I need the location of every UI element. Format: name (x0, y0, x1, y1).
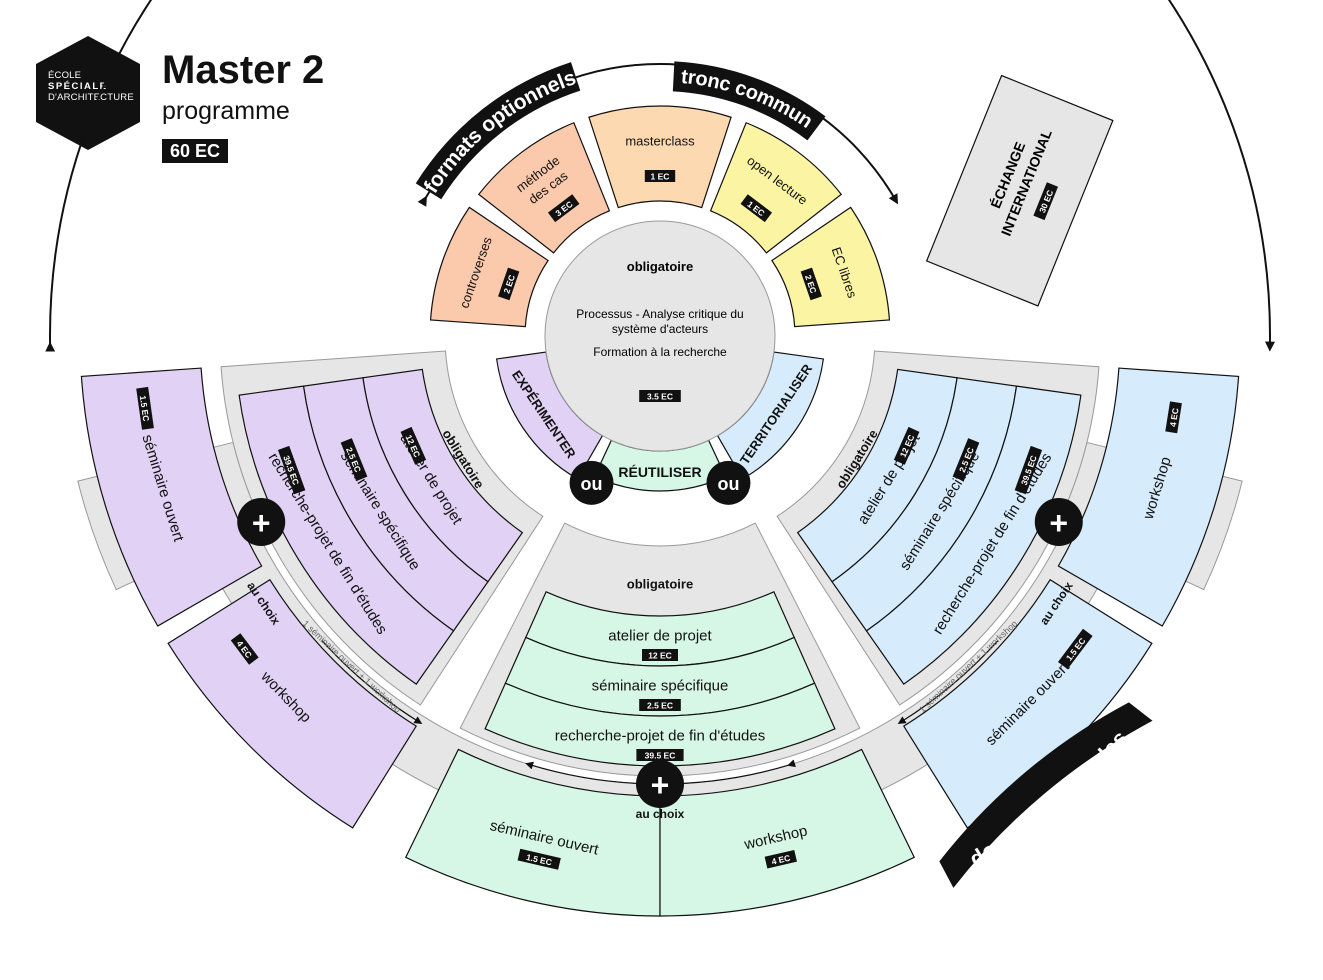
left-badge-2-bg (400, 426, 427, 465)
center-course-label-1: séminaire spécifique (592, 678, 729, 695)
or-circle-1 (706, 460, 751, 505)
center-badge-0: 12 EC (642, 649, 678, 661)
plus-circle-2 (1034, 497, 1083, 546)
formats-banner-bg (415, 62, 581, 200)
right-workshop-badge-bg (1165, 401, 1182, 434)
core-mandatory-label: obligatoire (627, 259, 693, 274)
core-line-1: Processus - Analyse critique du (576, 307, 743, 321)
format-badge-4-bg (800, 267, 822, 301)
reutiliser-label: RÉUTILISER (618, 464, 701, 480)
plus-circle-1 (237, 497, 286, 546)
domains-outer-arc (45, 0, 1275, 352)
center-workshop-badge-text: 4 EC (771, 853, 792, 867)
left-workshop (167, 578, 418, 829)
left-workshop-badge-bg (230, 633, 259, 665)
page-subtitle: programme (162, 97, 290, 125)
exchange-tile-shape (925, 74, 1114, 307)
format-tile-2 (588, 105, 732, 209)
format-badge-4: 2 EC (800, 267, 822, 301)
right-choice-arrow (897, 640, 999, 724)
center-badge-0-text: 12 EC (648, 651, 672, 661)
format-badge-0: 2 EC (498, 267, 520, 301)
format-tile-4 (771, 206, 891, 328)
format-tile-1 (477, 121, 611, 254)
domains-banner-bg (939, 702, 1153, 888)
right-badge-1-bg (952, 438, 980, 482)
format-badge-2-bg (644, 170, 676, 182)
logo-line-1: ÉCOLE (48, 70, 82, 81)
right-workshop (1057, 367, 1240, 627)
or-label-0: ou (581, 474, 603, 494)
core-line-3: Formation à la recherche (593, 345, 727, 359)
left-open-seminar-badge-text: 1.5 EC (138, 395, 152, 422)
center-badge-1-text: 2.5 EC (647, 701, 673, 711)
left-open-seminar-badge: 1.5 EC (136, 386, 154, 430)
plus-label-2: + (1049, 505, 1068, 541)
core-circle (544, 220, 776, 452)
right-open-seminar-badge-bg (1057, 628, 1093, 670)
format-badge-2: 1 EC (644, 170, 676, 182)
core-badge-text: 3.5 EC (647, 392, 673, 402)
total-credits-badge: 60 EC (162, 139, 229, 163)
format-badge-0-bg (498, 267, 520, 301)
center-workshop-badge: 4 EC (764, 849, 797, 869)
core-line-2: système d'acteurs (612, 322, 708, 336)
left-badge-0-bg (277, 445, 306, 495)
core-badge-bg (639, 390, 681, 402)
exchange-badge-bg (1033, 182, 1059, 221)
format-tile-0 (429, 206, 549, 328)
core-banner-bg (672, 61, 826, 141)
center-open-seminar (404, 748, 661, 917)
plus-circle-0 (636, 760, 684, 808)
center-choice-label: au choix (636, 807, 685, 821)
right-workshop-badge: 4 EC (1165, 401, 1182, 434)
center-course-label-2: recherche-projet de fin d'études (555, 728, 766, 745)
center-badge-2-text: 39.5 EC (645, 751, 676, 761)
logo-line-2: SPÉCIALE (48, 81, 108, 92)
core-badge: 3.5 EC (639, 390, 681, 402)
center-open-seminar-badge-bg (517, 848, 561, 870)
logo-wordmark: ÉCOLE SPÉCIALE D'ARCHITECTURE (48, 70, 134, 103)
left-open-seminar-badge-bg (136, 386, 154, 430)
center-badge-1: 2.5 EC (639, 699, 681, 711)
or-circle-0 (569, 460, 614, 505)
format-badge-3-bg (740, 194, 773, 223)
center-mandatory-label: obligatoire (627, 577, 693, 592)
center-badge-0-bg (642, 649, 678, 661)
or-label-1: ou (717, 474, 739, 494)
right-workshop-badge-text: 4 EC (1168, 407, 1181, 427)
center-badge-1-bg (639, 699, 681, 711)
center-open-seminar-badge: 1.5 EC (517, 848, 561, 870)
center-workshop-badge-bg (764, 849, 797, 869)
left-open-seminar (80, 367, 263, 627)
center-course-label-0: atelier de projet (608, 628, 712, 645)
plus-label-0: + (651, 767, 670, 803)
center-badge-2-bg (636, 749, 684, 761)
right-badge-0-bg (893, 426, 920, 465)
right-badge-2-bg (1014, 445, 1043, 495)
format-badge-2-text: 1 EC (651, 172, 670, 182)
format-label-2-0: masterclass (625, 134, 695, 149)
center-workshop (659, 748, 916, 917)
format-badge-1-bg (547, 194, 580, 223)
plus-label-1: + (252, 505, 271, 541)
format-tile-3 (709, 121, 843, 254)
right-open-seminar (902, 578, 1153, 829)
page-title: Master 2 (162, 48, 325, 92)
logo-line-3: D'ARCHITECTURE (48, 92, 134, 103)
left-badge-1-bg (340, 438, 368, 482)
center-badge-2: 39.5 EC (636, 749, 684, 761)
left-choice-arrow (321, 640, 423, 724)
